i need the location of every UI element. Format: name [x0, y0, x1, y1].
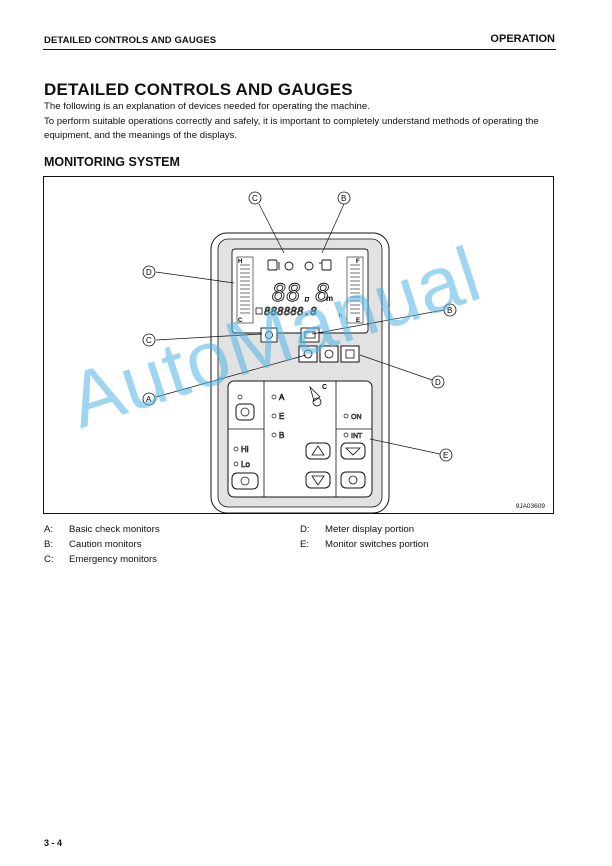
legend-item-e: E:Monitor switches portion: [300, 539, 429, 550]
callout-circles: C B D B C A D E: [142, 191, 457, 462]
c-mark-label: C: [322, 384, 327, 391]
legend-left: A:Basic check monitors B:Caution monitor…: [44, 522, 160, 567]
fuel-level-icon: [319, 259, 332, 271]
page-number: 3 - 4: [44, 838, 63, 848]
hourmeter-icon: [255, 307, 263, 315]
mode-a-label: A: [279, 393, 285, 402]
intro-line-2: To perform suitable operations correctly…: [44, 115, 539, 142]
power-mode-switch: [235, 403, 255, 421]
legend-item-d: D:Meter display portion: [300, 524, 415, 535]
intro-line-1: The following is an explanation of devic…: [44, 101, 370, 112]
caution-monitor-box: [300, 327, 320, 343]
header-section-title: DETAILED CONTROLS AND GAUGES: [44, 35, 217, 46]
wiper-switch: [340, 442, 366, 460]
basic-check-monitors-row: [298, 345, 360, 363]
lcd-hourmeter-readout: 888888.8: [264, 305, 317, 318]
battery-charge-icon: [304, 331, 316, 339]
page-title: DETAILED CONTROLS AND GAUGES: [44, 80, 353, 99]
callout-c-left: C: [146, 336, 152, 345]
lcd-hourmeter-unit: h: [339, 313, 342, 319]
caution-lamp-1-icon: [284, 261, 294, 271]
engine-water-temp-icon: [267, 259, 280, 271]
callout-b-right: B: [447, 306, 452, 315]
mode-e-label: E: [279, 412, 284, 421]
left-gauge-h-label: H: [238, 259, 242, 265]
left-bar-gauge: [236, 256, 254, 324]
callout-b-top: B: [341, 194, 346, 203]
left-gauge-c-label: C: [238, 318, 243, 324]
figure-code: 9JA03609: [515, 503, 545, 510]
emergency-monitor-box: [260, 327, 278, 343]
speed-lo-label: Lo: [241, 460, 250, 469]
legend-item-b: B:Caution monitors: [44, 539, 142, 550]
callout-a-left: A: [146, 395, 152, 404]
callout-lines: [155, 203, 445, 455]
callout-c-top: C: [252, 194, 258, 203]
washer-switch: [340, 471, 366, 489]
speed-hi-label: Hi: [241, 445, 249, 454]
caution-lamp-2-icon: [304, 261, 314, 271]
lcd-main-readout: 88.8: [272, 279, 330, 307]
intro-text: The following is an explanation of devic…: [44, 100, 559, 144]
legend-item-a: A:Basic check monitors: [44, 524, 160, 535]
wiper-int-label: INT: [351, 433, 363, 440]
wiper-on-label: ON: [351, 414, 362, 421]
callout-e-right: E: [443, 451, 448, 460]
right-gauge-f-label: F: [356, 259, 360, 265]
lcd-main-unit: m: [326, 294, 333, 303]
right-gauge-e-label: E: [356, 318, 360, 324]
legend-right: D:Meter display portion E:Monitor switch…: [300, 522, 428, 552]
legend-item-c: C:Emergency monitors: [44, 554, 157, 565]
section-subtitle: MONITORING SYSTEM: [44, 155, 180, 169]
header-divider: [43, 49, 556, 50]
emergency-monitor-icon: [265, 331, 273, 339]
monitor-panel-diagram: H C F E 88.8 m 888888.8: [142, 191, 457, 514]
meter-display-frame: [231, 248, 369, 334]
header-chapter: OPERATION: [490, 33, 555, 45]
monitor-panel-figure: H C F E 88.8 m 888888.8: [43, 176, 554, 514]
travel-speed-switch: [231, 472, 259, 490]
callout-d-left: D: [146, 268, 152, 277]
working-mode-icon: [309, 385, 322, 407]
right-bar-gauge: [346, 256, 364, 324]
mode-b-label: B: [279, 431, 284, 440]
callout-d-right: D: [435, 378, 441, 387]
